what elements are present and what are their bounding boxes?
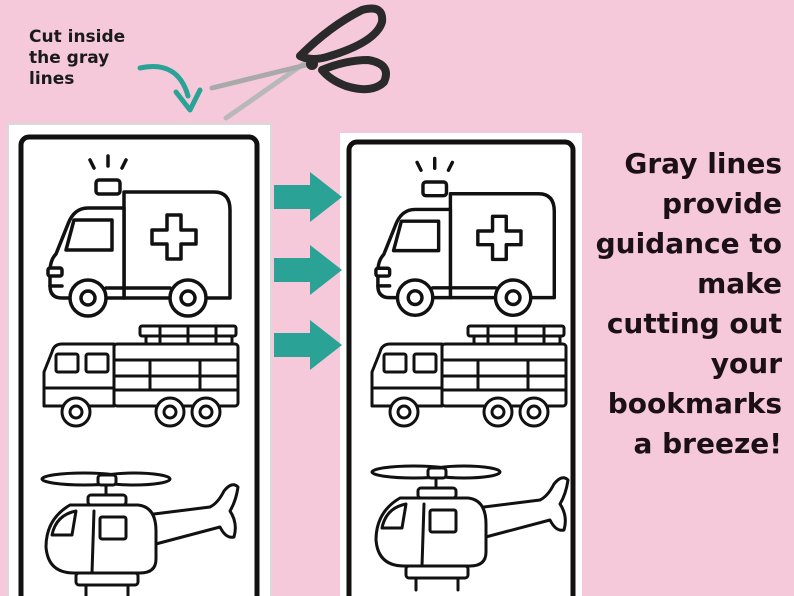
tagline-line: cutting out <box>606 307 782 340</box>
tagline-line: Gray lines <box>624 147 782 180</box>
tagline-line: a breeze! <box>633 427 782 460</box>
tagline-line: your <box>710 347 782 380</box>
tagline-line: bookmarks <box>607 387 782 420</box>
cut-instruction: Cut inside the gray lines <box>29 27 126 89</box>
guidance-heading: Gray lines provide guidance to make cutt… <box>562 144 782 464</box>
scissors-icon <box>209 4 390 121</box>
curved-arrow-icon <box>137 64 203 113</box>
tagline-line: guidance to <box>595 227 782 260</box>
tagline-line: provide <box>662 187 782 220</box>
tagline-line: make <box>697 267 782 300</box>
